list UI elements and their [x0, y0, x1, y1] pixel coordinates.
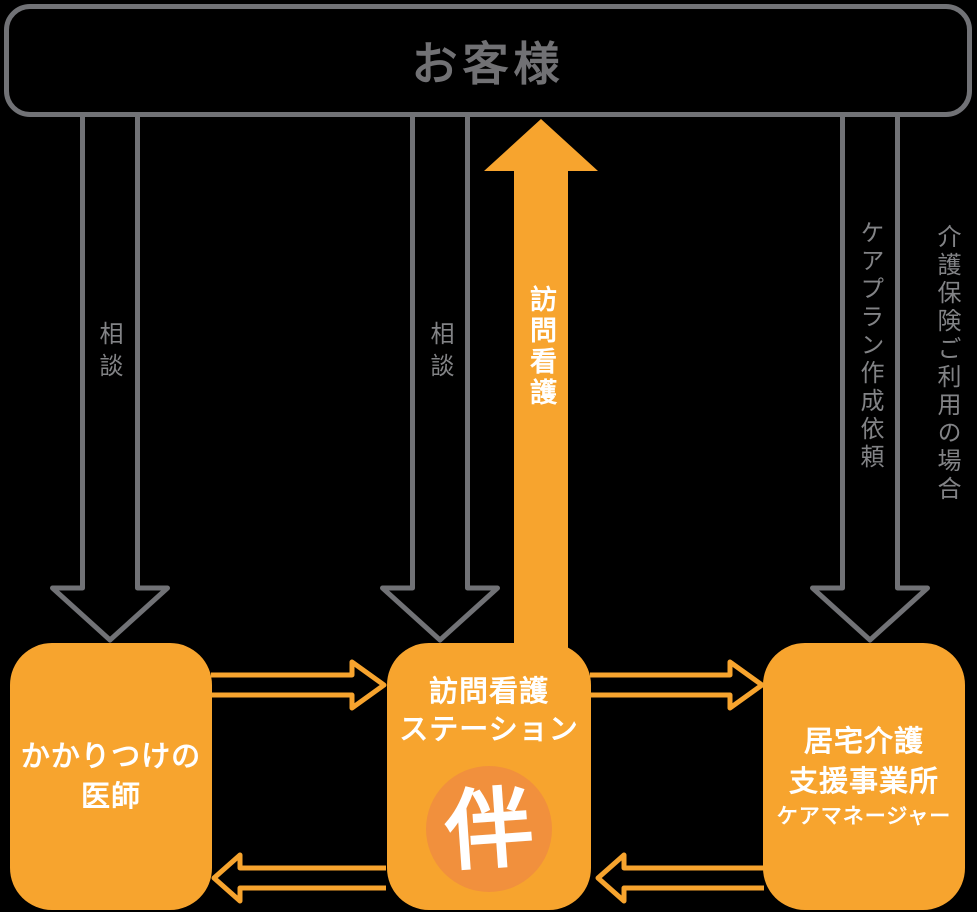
- right-arrow-station-to-care-office: [590, 659, 765, 711]
- customer-box: お客様: [4, 4, 972, 117]
- doctor-label-line1: かかりつけの: [20, 740, 202, 773]
- care-plan-request-label: ケアプラン作成依頼: [856, 220, 883, 472]
- doctor-label-line2: 医師: [80, 780, 141, 813]
- consult-left-label: 相談: [95, 321, 122, 385]
- ban-logo-circle: 伴: [426, 766, 552, 892]
- station-label-line2: ステーション: [399, 714, 579, 746]
- care-office-box: 居宅介護 支援事業所 ケアマネージャー: [763, 643, 965, 910]
- ban-logo-character: 伴: [441, 774, 537, 884]
- left-arrow-care-office-to-station: [595, 852, 764, 904]
- doctor-box: かかりつけの 医師: [10, 643, 212, 910]
- left-arrow-station-to-doctor: [211, 852, 386, 904]
- care-office-label-line1: 居宅介護: [803, 725, 924, 758]
- care-office-label-line2: 支援事業所: [788, 765, 939, 798]
- care-manager-label: ケアマネージャー: [776, 804, 952, 828]
- insurance-case-label: 介護保険ご利用の場合: [933, 224, 960, 504]
- visit-nursing-label: 訪問看護: [526, 285, 556, 409]
- customer-label: お客様: [411, 37, 565, 90]
- consult-middle-label: 相談: [426, 321, 453, 385]
- station-label-line1: 訪問看護: [428, 676, 549, 708]
- nursing-station-box: 訪問看護 ステーション 伴: [387, 643, 591, 910]
- right-arrow-doctor-to-station: [211, 659, 387, 711]
